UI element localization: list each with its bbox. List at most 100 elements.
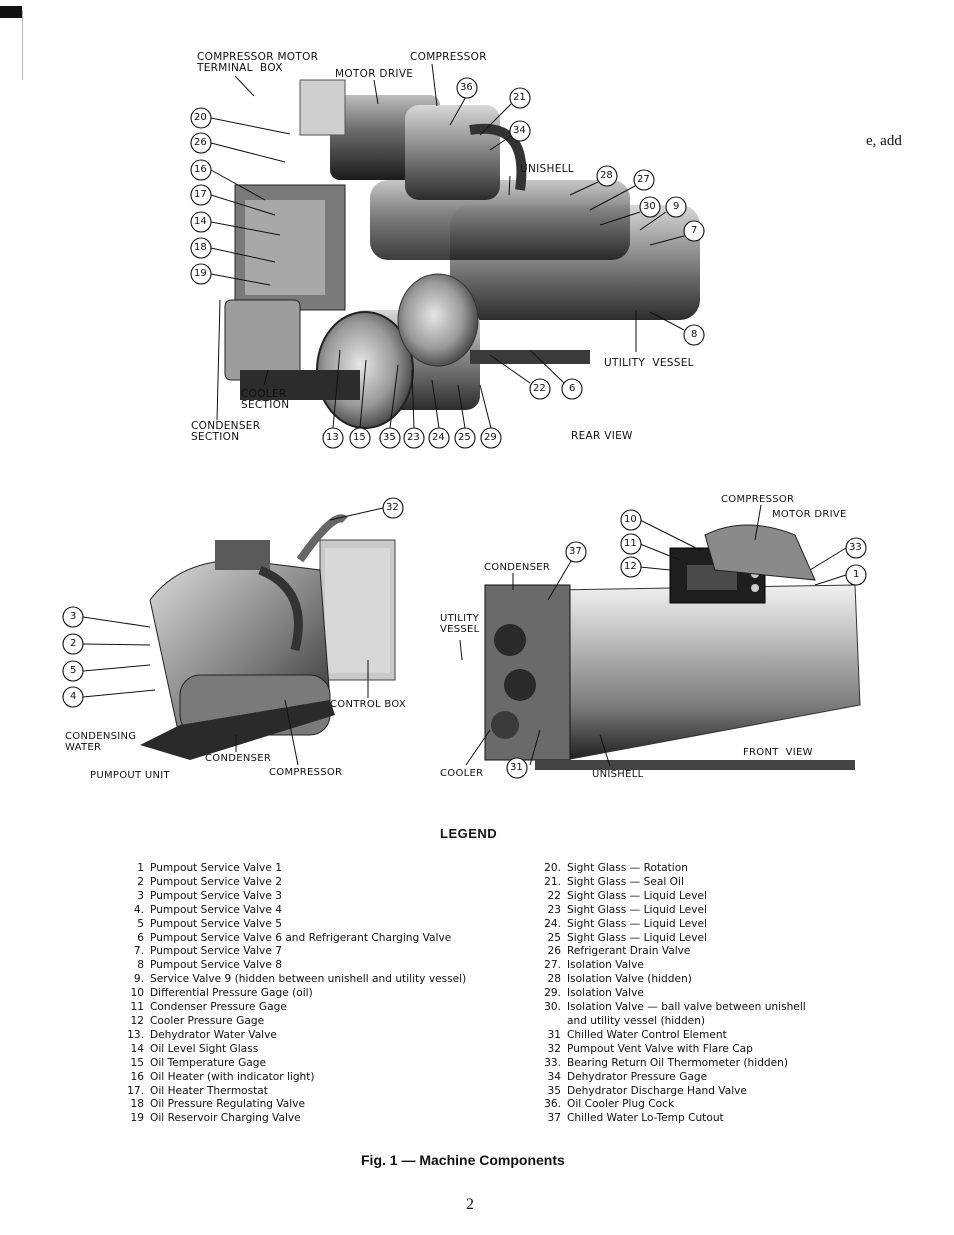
callout-36: 36 [460, 82, 473, 93]
callout-15: 15 [353, 432, 366, 443]
label-motor-drive: MOTOR DRIVE [335, 68, 414, 80]
callout-31: 31 [510, 762, 523, 773]
callout-30: 30 [643, 201, 656, 212]
callout-25: 25 [458, 432, 471, 443]
front-view-photo [484, 524, 861, 770]
label-compressor-motor-terminal-box: COMPRESSOR MOTOR TERMINAL BOX [197, 51, 319, 74]
label-utility-vessel-front: UTILITY VESSEL [440, 613, 480, 635]
legend-item: 17.Oil Heater Thermostat [127, 1084, 268, 1097]
callout-17: 17 [194, 189, 207, 200]
pumpout-unit-photo [140, 514, 396, 760]
front-view-callouts [459, 504, 867, 779]
callout-23: 23 [407, 432, 420, 443]
rear-view-callouts [190, 63, 705, 449]
callout-6: 6 [569, 383, 576, 394]
callout-21: 21 [513, 92, 526, 103]
label-unishell-front: UNISHELL [592, 769, 644, 780]
callout-16: 16 [194, 164, 207, 175]
label-rear-view: REAR VIEW [571, 430, 633, 442]
legend-title: LEGEND [440, 826, 498, 841]
callout-14: 14 [194, 216, 207, 227]
callout-12: 12 [624, 561, 637, 572]
callout-10: 10 [624, 514, 637, 525]
legend-item: 4.Pumpout Service Valve 4 [133, 903, 282, 916]
legend-item: 20.Sight Glass — Rotation [544, 862, 688, 874]
label-compressor-pumpout: COMPRESSOR [269, 767, 343, 778]
callout-4: 4 [70, 691, 77, 702]
callout-24: 24 [432, 432, 445, 443]
label-cooler-section: COOLER SECTION [241, 388, 290, 411]
legend-item: 13.Dehydrator Water Valve [127, 1028, 277, 1041]
label-condenser-section: CONDENSER SECTION [191, 420, 261, 443]
callout-19: 19 [194, 268, 207, 279]
legend-item: 33.Bearing Return Oil Thermometer (hidde… [544, 1056, 789, 1069]
legend-item: 30.Isolation Valve — ball valve between … [544, 1001, 806, 1027]
label-compressor: COMPRESSOR [410, 51, 487, 63]
callout-11: 11 [624, 538, 637, 549]
label-unishell: UNISHELL [520, 163, 574, 175]
label-compressor-front: COMPRESSOR [721, 494, 795, 505]
legend-item: 36.Oil Cooler Plug Cock [544, 1098, 675, 1111]
label-cooler: COOLER [440, 768, 484, 779]
corner-rule [22, 10, 23, 80]
callout-37: 37 [569, 546, 582, 557]
label-pumpout-unit: PUMPOUT UNIT [90, 770, 170, 781]
callout-27: 27 [637, 174, 650, 185]
label-motor-drive-front: MOTOR DRIVE [772, 509, 847, 520]
legend-item: 9.Service Valve 9 (hidden between unishe… [133, 973, 467, 986]
callout-1: 1 [853, 569, 860, 580]
callout-18: 18 [194, 242, 207, 253]
corner-mark [0, 6, 22, 18]
callout-22: 22 [533, 383, 546, 394]
legend-item: 7.Pumpout Service Valve 7 [133, 945, 282, 958]
callout-20: 20 [194, 112, 207, 123]
label-condensing-water: CONDENSING WATER [65, 731, 137, 753]
callout-2: 2 [70, 638, 77, 649]
label-utility-vessel: UTILITY VESSEL [604, 357, 694, 369]
callout-26: 26 [194, 137, 207, 148]
callout-35: 35 [383, 432, 396, 443]
callout-34: 34 [513, 125, 526, 136]
callout-3: 3 [70, 611, 77, 622]
legend-right-column: 20.Sight Glass — Rotation 21.Sight Glass… [537, 862, 837, 1126]
callout-8: 8 [691, 329, 698, 340]
legend-item: 24.Sight Glass — Liquid Level [544, 917, 707, 930]
figure-caption: Fig. 1 — Machine Components [361, 1152, 565, 1168]
margin-fragment: e, add [866, 133, 902, 149]
legend-item: 29.Isolation Valve [544, 987, 644, 1000]
callout-13: 13 [326, 432, 339, 443]
callout-9: 9 [673, 201, 680, 212]
label-condenser: CONDENSER [205, 753, 272, 764]
label-front-view: FRONT VIEW [743, 747, 813, 758]
callout-7: 7 [691, 225, 698, 236]
callout-29: 29 [484, 432, 497, 443]
legend-item: 27.Isolation Valve [544, 959, 644, 972]
page-number: 2 [466, 1196, 474, 1213]
callout-33: 33 [849, 542, 862, 553]
callout-32: 32 [386, 502, 399, 513]
label-control-box: CONTROL BOX [330, 699, 407, 710]
